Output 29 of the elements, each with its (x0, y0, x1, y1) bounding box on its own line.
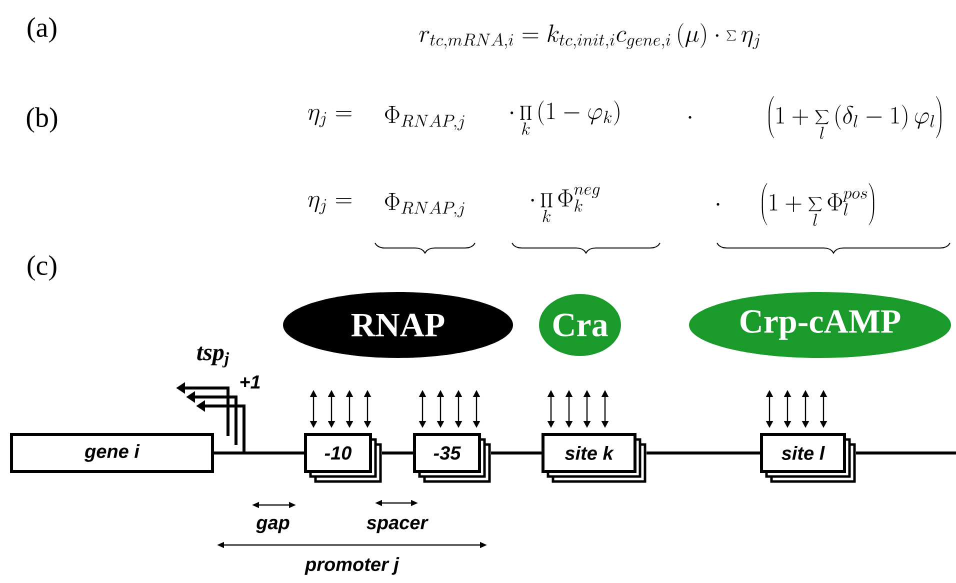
dimension-label: spacer (366, 518, 428, 534)
formula: $\Phi_{RNAP,j}$ (385, 192, 464, 218)
panel-label: (a) (28, 17, 56, 43)
dna-line (491, 452, 542, 454)
binding-site-box: -10 (304, 433, 382, 483)
dimension-label: gap (256, 518, 290, 534)
dna-line (646, 452, 760, 454)
binding-site-box: site k (542, 433, 646, 483)
panel-label: (b) (26, 107, 58, 133)
formula: $\cdot$ (688, 116, 692, 119)
panel-label: (c) (28, 255, 56, 281)
dna-line (382, 452, 413, 454)
binding-site-box: site l (760, 433, 856, 483)
gene-box: gene i (10, 433, 214, 473)
binding-site-box: -35 (413, 433, 491, 483)
dna-line (856, 452, 956, 454)
formula: $\cdot$ (716, 202, 720, 206)
formula: $\eta_j =$ (308, 108, 352, 128)
dna-line (214, 452, 304, 454)
dimension-label: promoter j (304, 557, 400, 575)
formula: $\cdot\prod_k\Phi_k^{neg}$ (531, 186, 600, 222)
formula: $\eta_j =$ (308, 196, 352, 214)
position-label: +1 (240, 375, 260, 389)
formula: $\Phi_{RNAP,j}$ (385, 106, 464, 130)
formula: $r_{tc,mRNA,i} = k_{tc,init,i}c_{gene,i}\left(\mu\right)\cdot\sum\eta_j$ (419, 23, 760, 50)
formula: $\cdot\prod_k\left(1-\varphi_k\right)$ (510, 100, 620, 135)
formula: $\left(1+\sum_l\left(\delta_l-1\right)\varphi_l\right)$ (768, 96, 942, 139)
formula: $\left(1+\sum_l\Phi_l^{pos}\right)$ (762, 183, 874, 226)
transcription-start-label: tsp$_{j}$ (197, 346, 230, 368)
